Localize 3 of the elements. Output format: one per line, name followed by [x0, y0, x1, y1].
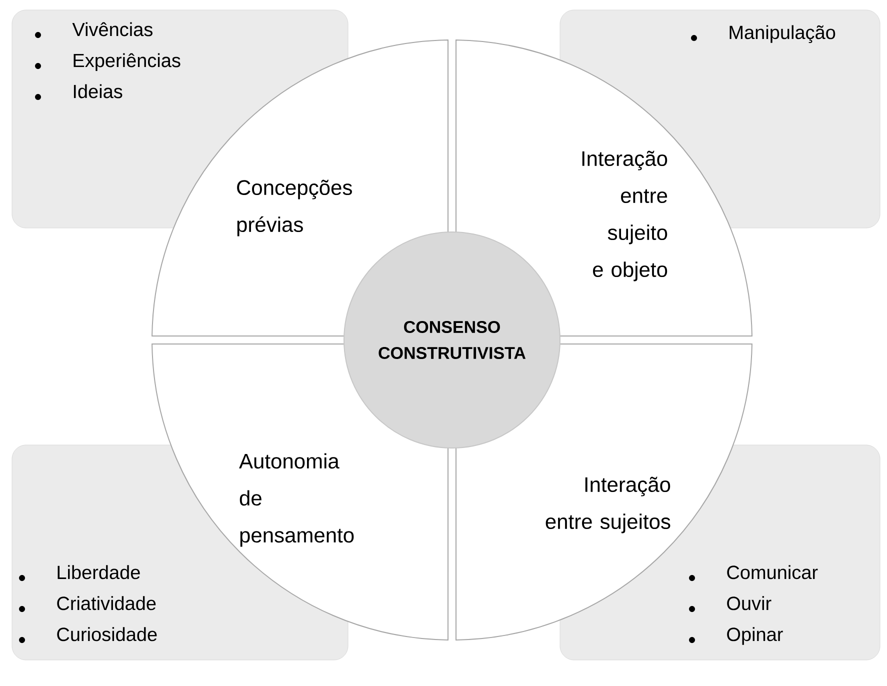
node-label: Ideias	[74, 84, 122, 98]
node-label: Liberdade	[58, 565, 140, 580]
node-label: Vivências	[72, 22, 152, 36]
